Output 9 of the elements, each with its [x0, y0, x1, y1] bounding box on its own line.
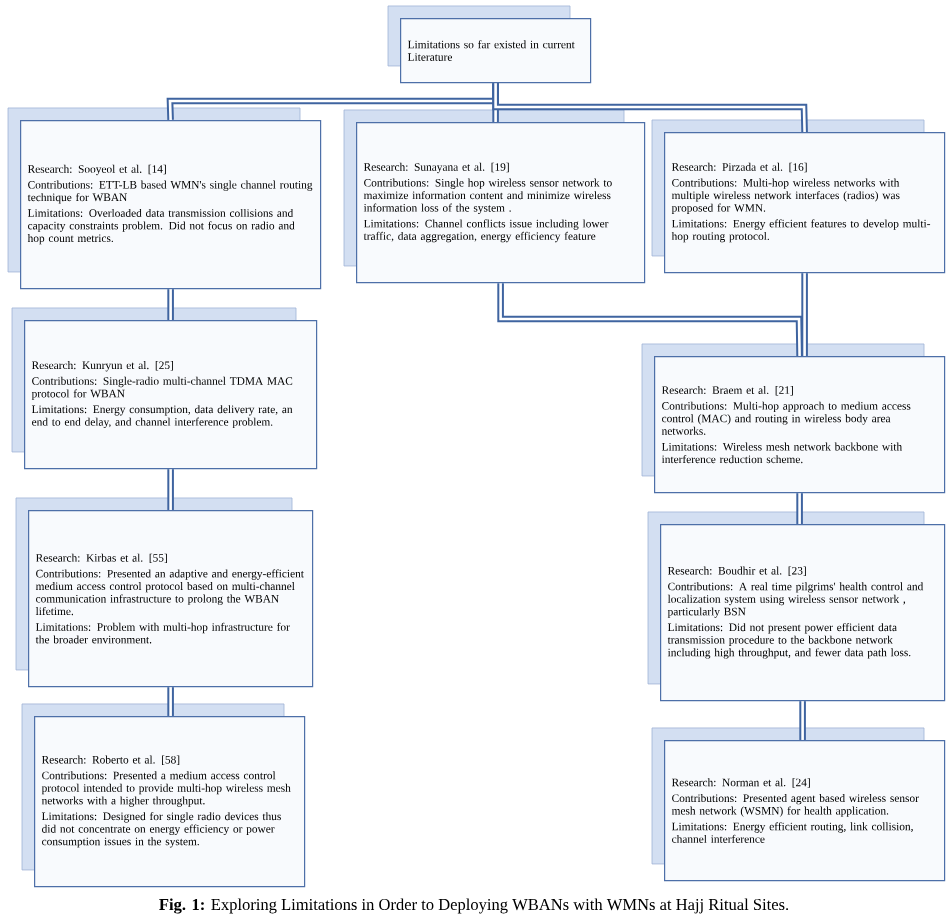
connector [497, 283, 803, 357]
connector [799, 701, 806, 740]
connector [796, 493, 803, 524]
connector [167, 687, 174, 716]
connector [801, 273, 808, 356]
connector [167, 469, 174, 510]
connector [167, 289, 174, 320]
connector [492, 83, 808, 133]
caption: Fig. 1: Exploring Limitations in Order to Deploying WBANs with WMNs at Hajj Ritual Sites. [159, 898, 789, 914]
